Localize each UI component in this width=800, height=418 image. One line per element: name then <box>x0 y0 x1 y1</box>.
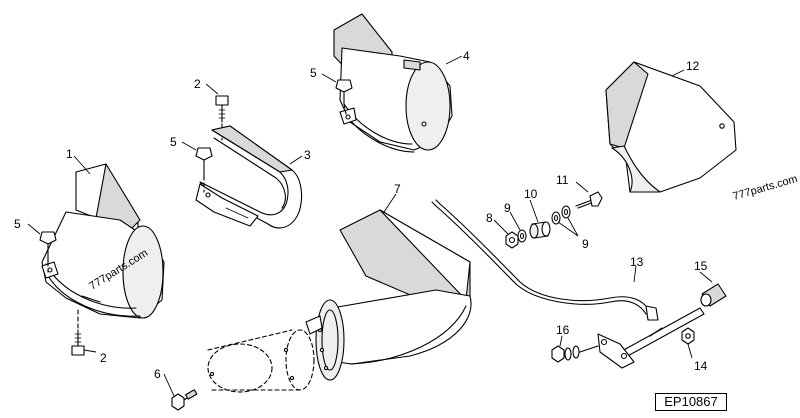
callout-13: 13 <box>630 255 644 269</box>
part-12-deflector-hood[interactable] <box>605 61 737 193</box>
diagram-reference-code: EP10867 <box>655 393 727 411</box>
callout-7: 7 <box>394 182 401 196</box>
part-1-chute-shield[interactable] <box>41 163 165 319</box>
callout-3: 3 <box>304 148 311 162</box>
part-13-control-rod[interactable] <box>431 199 659 321</box>
pivot-shaft[interactable] <box>597 307 705 369</box>
callout-9-a: 9 <box>504 201 511 215</box>
part-8-nut[interactable] <box>505 231 519 249</box>
part-4-chute-hood[interactable] <box>333 13 453 153</box>
callout-5-a: 5 <box>14 217 21 231</box>
callout-2-bottom: 2 <box>100 351 107 365</box>
part-14-nut[interactable] <box>681 327 695 345</box>
part-2-bolt-top[interactable] <box>215 95 229 141</box>
callout-6: 6 <box>154 367 161 381</box>
callout-10: 10 <box>524 187 538 201</box>
callout-9-b: 9 <box>582 237 589 251</box>
callout-numbers: 1 2 2 3 4 5 5 5 6 7 8 9 9 10 11 12 13 14… <box>14 49 708 381</box>
part-16-bolt-with-washers[interactable] <box>551 345 599 363</box>
callout-11: 11 <box>556 173 569 187</box>
leader-lines <box>27 55 713 397</box>
callout-14: 14 <box>694 359 708 373</box>
part-5-bolt-a[interactable] <box>39 231 57 273</box>
callout-8: 8 <box>486 211 493 225</box>
callout-1: 1 <box>66 147 73 161</box>
part-2-bolt-bottom[interactable] <box>71 309 85 356</box>
callout-12: 12 <box>686 59 700 73</box>
callout-15: 15 <box>694 259 708 273</box>
callout-4: 4 <box>463 49 470 63</box>
watermark-right: 777parts.com <box>732 173 799 203</box>
part-7-main-chute[interactable] <box>305 209 472 381</box>
part-3-mounting-bracket[interactable] <box>195 125 303 229</box>
part-6-collar-and-bolt[interactable] <box>171 329 315 411</box>
part-11-bolt[interactable] <box>575 191 603 209</box>
part-9-washer-a[interactable] <box>517 229 527 243</box>
callout-5-b: 5 <box>170 135 177 149</box>
part-15-handle-grip[interactable] <box>700 283 727 307</box>
part-5-bolt-c[interactable] <box>335 79 353 115</box>
part-9-washer-b[interactable] <box>551 205 571 225</box>
callout-16: 16 <box>556 323 570 337</box>
part-10-spacer[interactable] <box>529 221 551 239</box>
callout-5-c: 5 <box>310 66 317 80</box>
part-5-bolt-b[interactable] <box>195 147 213 193</box>
callout-2-top: 2 <box>194 77 201 91</box>
